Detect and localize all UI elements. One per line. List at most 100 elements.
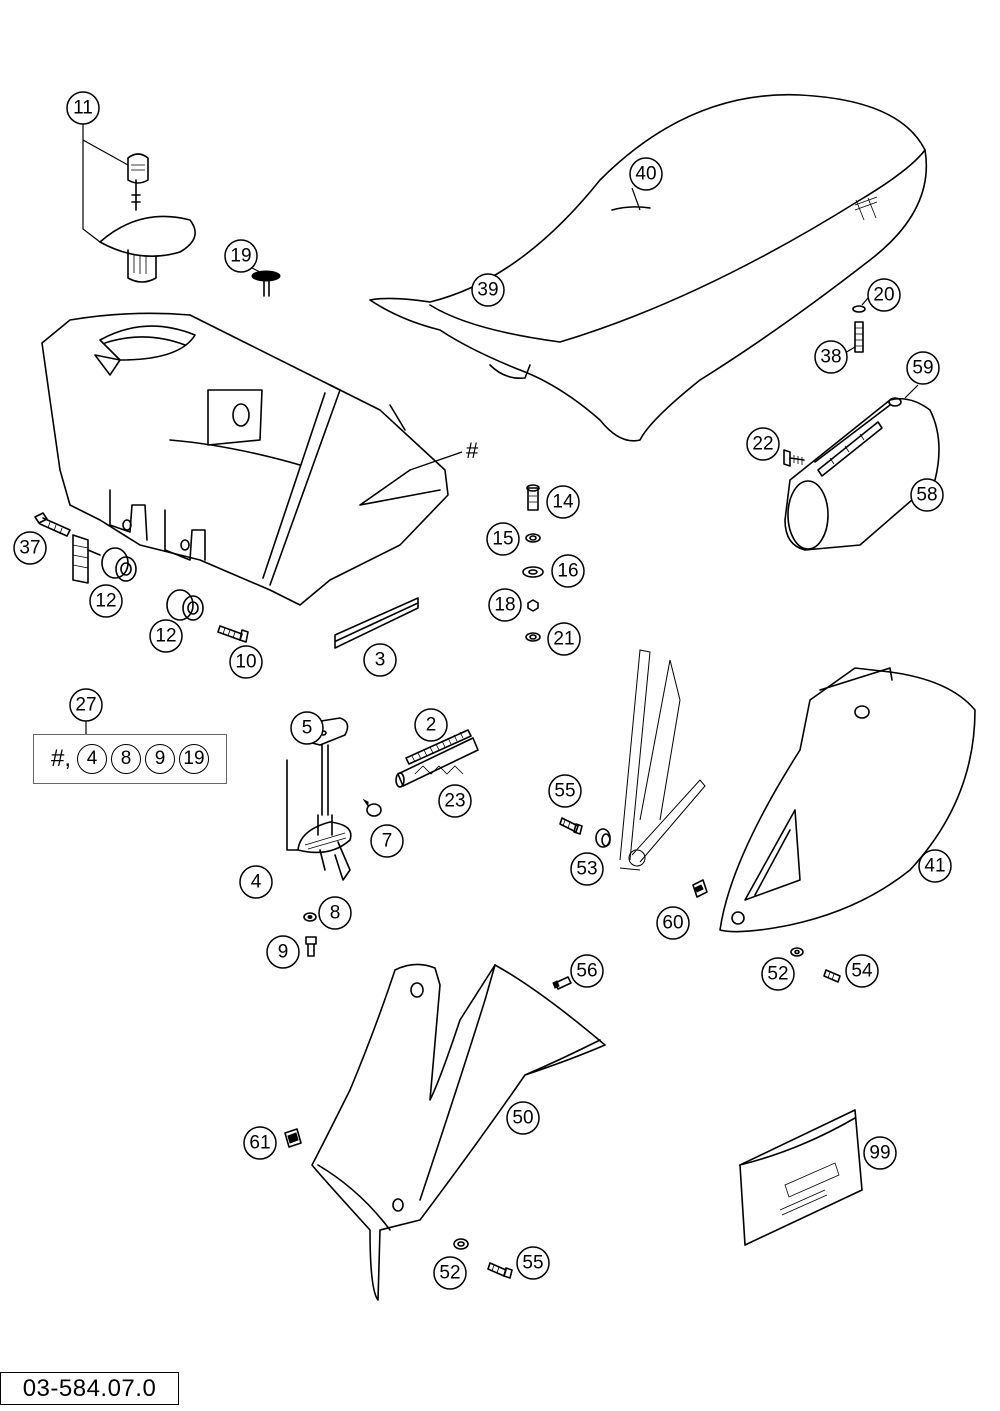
callout-20: 20 <box>867 278 901 312</box>
callout-3: 3 <box>363 643 397 677</box>
spoiler-50 <box>311 963 606 1301</box>
bracket-plate <box>72 534 101 584</box>
washer-8 <box>303 912 317 922</box>
fuel-hose-23 <box>395 737 479 788</box>
callout-59: 59 <box>906 351 940 385</box>
svg-text:53: 53 <box>576 859 597 880</box>
callout-38: 38 <box>814 340 848 374</box>
callout-4: 4 <box>239 865 273 899</box>
kit-member-4: 4 <box>77 744 107 774</box>
callout-39: 39 <box>471 273 505 307</box>
callout-52b: 52 <box>433 1256 467 1290</box>
seat <box>369 93 928 442</box>
callout-55a: 55 <box>548 774 582 808</box>
svg-text:60: 60 <box>662 913 683 934</box>
svg-text:2: 2 <box>426 715 437 736</box>
screw-54 <box>823 969 841 983</box>
svg-text:10: 10 <box>235 652 256 673</box>
svg-text:38: 38 <box>820 347 841 368</box>
svg-text:18: 18 <box>494 595 515 616</box>
callout-22: 22 <box>746 427 780 461</box>
svg-text:40: 40 <box>635 164 656 185</box>
callout-61: 61 <box>243 1126 277 1160</box>
svg-text:4: 4 <box>251 872 262 893</box>
svg-text:21: 21 <box>553 629 574 650</box>
callout-15: 15 <box>486 522 520 556</box>
callout-12a: 12 <box>89 584 123 618</box>
callout-60: 60 <box>656 906 690 940</box>
callout-99: 99 <box>863 1136 897 1170</box>
callout-18: 18 <box>488 588 522 622</box>
fuel-tap <box>286 717 352 881</box>
callout-10: 10 <box>229 645 263 679</box>
svg-text:54: 54 <box>851 961 873 982</box>
svg-text:39: 39 <box>477 280 498 301</box>
grommet-53 <box>595 828 611 848</box>
svg-text:61: 61 <box>249 1133 270 1154</box>
callout-55b: 55 <box>516 1246 550 1280</box>
sticker-99 <box>739 1109 863 1246</box>
callout-7: 7 <box>370 824 404 858</box>
side-panel-41 <box>719 667 976 933</box>
callout-9: 9 <box>266 935 300 969</box>
svg-text:11: 11 <box>73 98 93 119</box>
svg-text:3: 3 <box>375 650 386 671</box>
washer-52-lower <box>453 1238 469 1250</box>
screw-19 <box>251 270 281 297</box>
kit-box: #, 4 8 9 19 <box>33 734 227 784</box>
label-strip-3 <box>334 597 419 649</box>
screw-56 <box>552 976 572 990</box>
fuel-hose-2 <box>405 729 472 765</box>
svg-text:58: 58 <box>916 485 937 506</box>
callout-54: 54 <box>845 954 879 988</box>
hose-clamp-7 <box>362 798 382 817</box>
svg-text:41: 41 <box>924 856 945 877</box>
svg-text:59: 59 <box>912 358 933 379</box>
callout-53: 53 <box>570 852 604 886</box>
hardware-stack <box>522 484 544 642</box>
kit-prefix: #, <box>50 745 71 772</box>
svg-text:20: 20 <box>873 285 894 306</box>
svg-text:9: 9 <box>278 942 289 963</box>
frame-reference <box>619 649 706 871</box>
callout-11: 11 <box>66 91 100 125</box>
screw-55-lower <box>487 1262 513 1279</box>
clip-61 <box>284 1128 302 1148</box>
callout-50: 50 <box>506 1101 540 1135</box>
callout-37: 37 <box>13 531 47 565</box>
screw-9 <box>305 936 317 957</box>
seat-screw-and-washer <box>852 305 866 353</box>
svg-text:37: 37 <box>19 538 40 559</box>
screw-37 <box>34 512 71 537</box>
svg-text:27: 27 <box>75 695 96 716</box>
callout-12b: 12 <box>149 619 183 653</box>
svg-text:12: 12 <box>155 626 176 647</box>
svg-text:7: 7 <box>382 831 393 852</box>
callout-56: 56 <box>570 954 604 988</box>
callout-14: 14 <box>546 485 580 519</box>
svg-text:50: 50 <box>512 1108 533 1129</box>
svg-text:56: 56 <box>576 961 597 982</box>
screw-55-upper <box>559 817 583 835</box>
svg-text:8: 8 <box>330 903 341 924</box>
drawing-number: 03-584.07.0 <box>0 1372 179 1405</box>
svg-text:15: 15 <box>492 529 513 550</box>
svg-text:14: 14 <box>552 492 574 513</box>
kit-member-19: 19 <box>179 744 209 774</box>
screw-10 <box>217 625 249 643</box>
callout-40: 40 <box>629 157 663 191</box>
kit-member-8: 8 <box>111 744 141 774</box>
svg-text:52: 52 <box>767 964 788 985</box>
callout-27: 27 <box>69 688 103 722</box>
svg-text:55: 55 <box>554 781 575 802</box>
callout-19: 19 <box>224 239 258 273</box>
svg-text:55: 55 <box>522 1253 543 1274</box>
callout-2: 2 <box>414 708 448 742</box>
kit-member-9: 9 <box>145 744 175 774</box>
svg-text:99: 99 <box>869 1143 890 1164</box>
filler-cap-with-key <box>99 153 196 283</box>
callout-16: 16 <box>551 554 585 588</box>
rubber-bushing-12a <box>101 547 137 582</box>
washer-52-right <box>790 947 804 957</box>
